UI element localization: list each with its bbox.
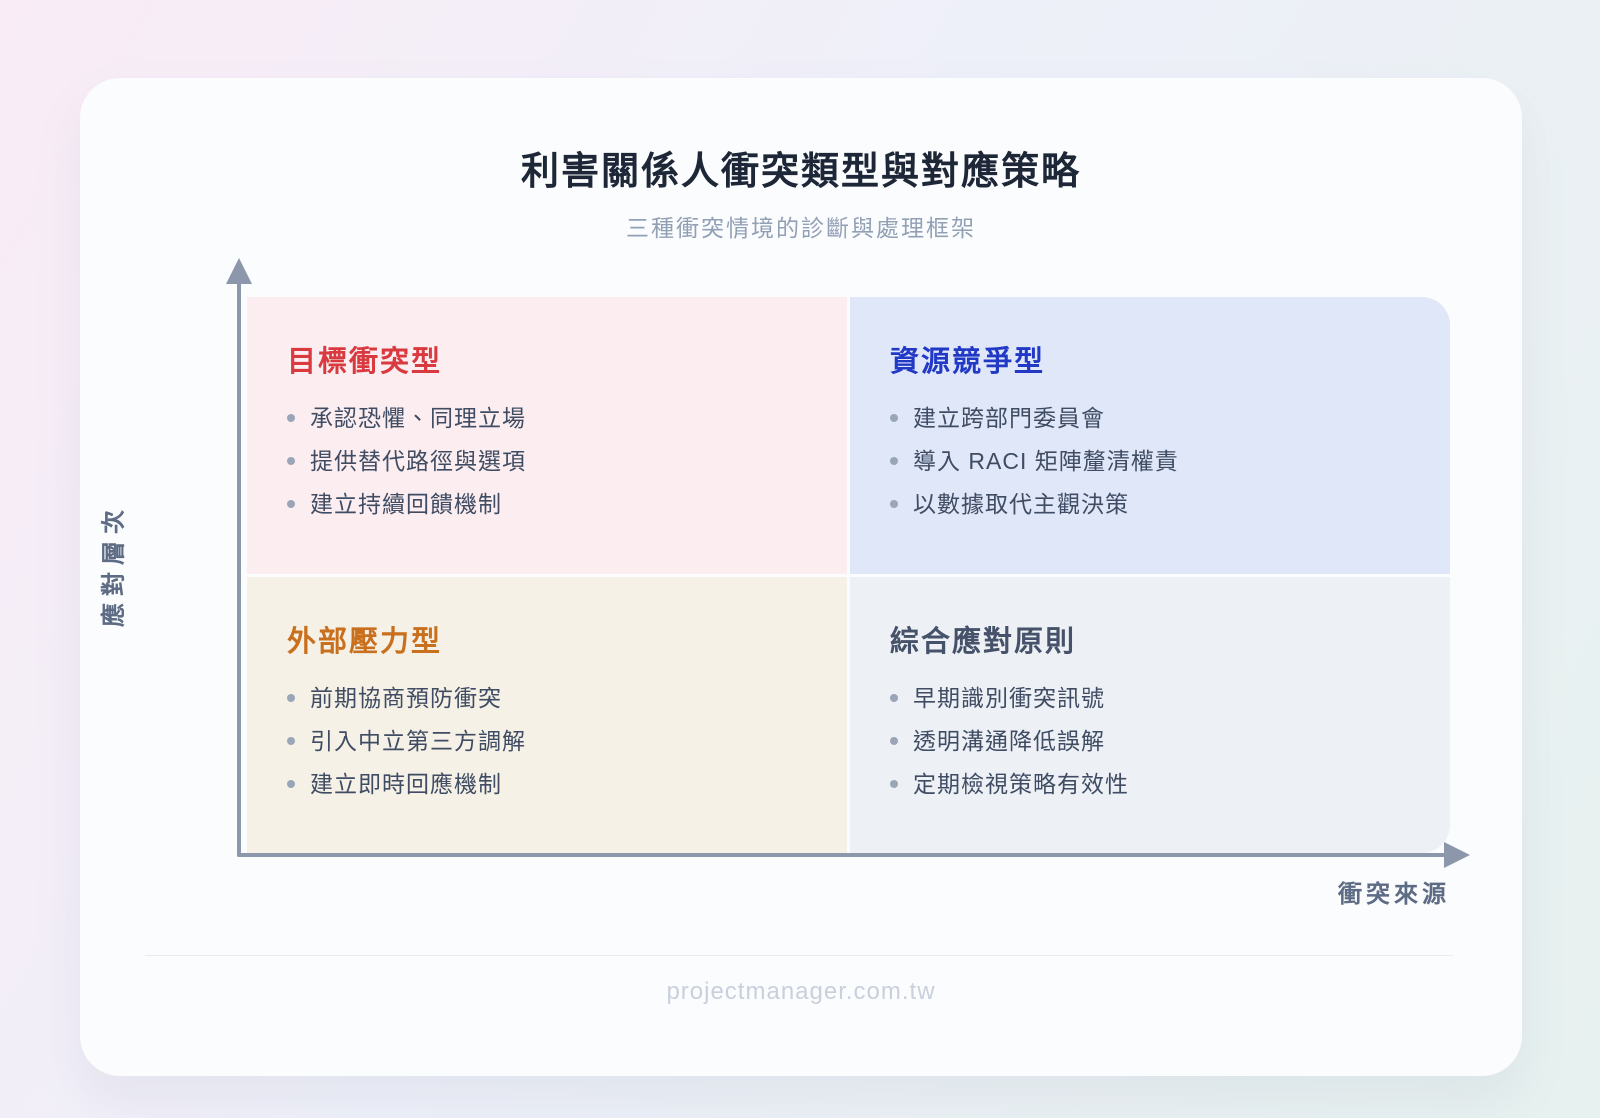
list-item: 引入中立第三方調解 xyxy=(287,729,811,753)
bullet-dot-icon xyxy=(890,414,898,422)
list-item-label: 前期協商預防衝突 xyxy=(310,684,502,711)
quadrant-goal-conflict: 目標衝突型 承認恐懼、同理立場 提供替代路徑與選項 建立持續回饋機制 xyxy=(247,297,847,574)
page-title: 利害關係人衝突類型與對應策略 xyxy=(520,151,1081,193)
list-item: 建立持續回饋機制 xyxy=(287,492,811,516)
list-item-label: 建立跨部門委員會 xyxy=(913,405,1105,431)
bullet-dot-icon xyxy=(287,500,295,508)
list-item: 承認恐懼、同理立場 xyxy=(287,406,811,430)
list-item-label: 以數據取代主觀決策 xyxy=(913,491,1129,517)
list-item-label: 導入 RACI 矩陣釐清權責 xyxy=(913,448,1179,474)
bullet-dot-icon xyxy=(890,457,898,465)
quadrant-item-list: 早期識別衝突訊號 透明溝通降低誤解 定期檢視策略有效性 xyxy=(890,686,1414,796)
quadrant-title: 目標衝突型 xyxy=(287,346,443,378)
infographic-card: 利害關係人衝突類型與對應策略 三種衝突情境的診斷與處理框架 應對層次 衝突來源 … xyxy=(80,78,1522,1076)
quadrant-title: 資源競爭型 xyxy=(890,346,1046,378)
bullet-dot-icon xyxy=(890,736,898,745)
y-axis-label: 應對層次 xyxy=(100,503,128,627)
list-item-label: 早期識別衝突訊號 xyxy=(913,684,1105,711)
x-axis-line xyxy=(237,853,1445,857)
quadrant-combined-principles: 綜合應對原則 早期識別衝突訊號 透明溝通降低誤解 定期檢視策略有效性 xyxy=(850,576,1450,853)
list-item: 建立跨部門委員會 xyxy=(890,406,1414,430)
list-item-label: 提供替代路徑與選項 xyxy=(310,448,526,474)
bullet-dot-icon xyxy=(287,779,295,788)
bullet-dot-icon xyxy=(890,779,898,788)
x-axis-label: 衝突來源 xyxy=(1338,881,1450,908)
bullet-dot-icon xyxy=(890,693,898,702)
bullet-dot-icon xyxy=(287,457,295,465)
list-item: 前期協商預防衝突 xyxy=(287,686,811,710)
quadrant-grid: 目標衝突型 承認恐懼、同理立場 提供替代路徑與選項 建立持續回饋機制 資源競爭型 xyxy=(247,297,1450,853)
list-item-label: 建立持續回饋機制 xyxy=(310,491,502,517)
list-item-label: 承認恐懼、同理立場 xyxy=(310,405,526,431)
list-item-label: 透明溝通降低誤解 xyxy=(913,727,1105,754)
list-item: 建立即時回應機制 xyxy=(287,772,811,796)
x-axis-arrow-icon xyxy=(1444,842,1470,868)
bullet-dot-icon xyxy=(287,693,295,702)
y-axis-line xyxy=(237,278,241,857)
bullet-dot-icon xyxy=(287,414,295,422)
bullet-dot-icon xyxy=(890,500,898,508)
page-subtitle: 三種衝突情境的診斷與處理框架 xyxy=(626,215,976,241)
list-item-label: 建立即時回應機制 xyxy=(310,770,502,797)
list-item: 導入 RACI 矩陣釐清權責 xyxy=(890,449,1414,473)
quadrant-item-list: 建立跨部門委員會 導入 RACI 矩陣釐清權責 以數據取代主觀決策 xyxy=(890,406,1414,516)
list-item: 定期檢視策略有效性 xyxy=(890,772,1414,796)
list-item: 以數據取代主觀決策 xyxy=(890,492,1414,516)
quadrant-item-list: 前期協商預防衝突 引入中立第三方調解 建立即時回應機制 xyxy=(287,686,811,796)
quadrant-item-list: 承認恐懼、同理立場 提供替代路徑與選項 建立持續回饋機制 xyxy=(287,406,811,516)
list-item: 透明溝通降低誤解 xyxy=(890,729,1414,753)
list-item-label: 引入中立第三方調解 xyxy=(310,727,526,754)
list-item: 早期識別衝突訊號 xyxy=(890,686,1414,710)
list-item: 提供替代路徑與選項 xyxy=(287,449,811,473)
quadrant-title: 綜合應對原則 xyxy=(890,625,1077,658)
quadrant-title: 外部壓力型 xyxy=(287,625,443,658)
bullet-dot-icon xyxy=(287,736,295,745)
footer-divider xyxy=(145,955,1453,956)
quadrant-resource-competition: 資源競爭型 建立跨部門委員會 導入 RACI 矩陣釐清權責 以數據取代主觀決策 xyxy=(850,297,1450,574)
footer-watermark: projectmanager.com.tw xyxy=(666,978,936,1005)
quadrant-external-pressure: 外部壓力型 前期協商預防衝突 引入中立第三方調解 建立即時回應機制 xyxy=(247,576,847,853)
list-item-label: 定期檢視策略有效性 xyxy=(913,770,1129,797)
